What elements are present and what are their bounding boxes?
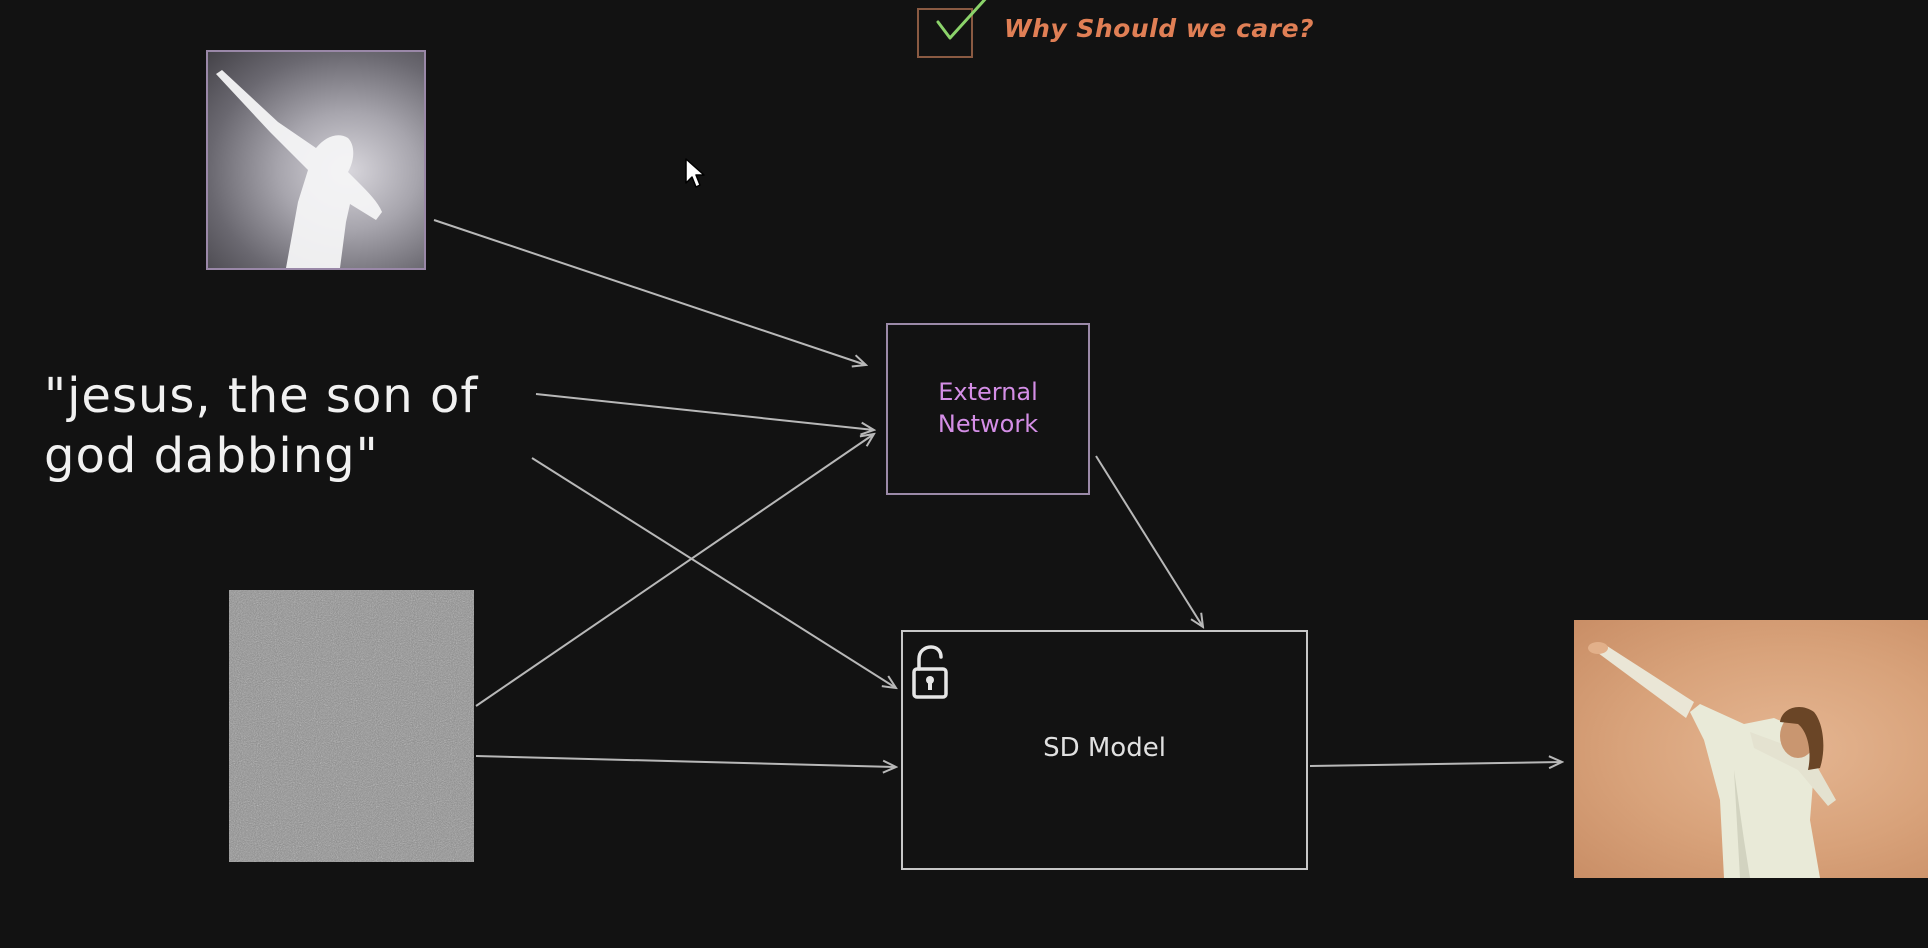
arrow-depth-to-external	[433, 219, 866, 365]
depth-map-image	[206, 50, 426, 270]
arrow-noise-to-sd	[475, 755, 896, 767]
external-network-box	[886, 323, 1090, 495]
output-image	[1574, 620, 1928, 878]
arrow-external-to-sd	[1095, 455, 1203, 627]
prompt-text: "jesus, the son of god dabbing"	[44, 368, 479, 484]
external-network-label: External Network	[886, 376, 1090, 440]
todo-checkbox	[917, 8, 973, 58]
checkmark-icon	[936, 0, 987, 40]
external-network-label-line1: External	[938, 378, 1038, 406]
todo-label: Why Should we care?	[1004, 14, 1315, 43]
dab-silhouette	[216, 70, 382, 268]
dabbing-figure-illustration	[1588, 642, 1836, 878]
arrow-prompt-to-sd	[531, 457, 896, 688]
arrow-noise-to-external	[475, 434, 874, 707]
sd-model-box	[901, 630, 1308, 870]
mouse-cursor-icon	[685, 158, 705, 188]
external-network-label-line2: Network	[937, 410, 1039, 438]
arrow-prompt-to-external	[535, 393, 874, 430]
sd-model-label: SD Model	[1043, 733, 1166, 763]
lock-icon	[912, 645, 948, 699]
noise-image	[229, 590, 474, 862]
arrow-sd-to-output	[1309, 762, 1562, 766]
